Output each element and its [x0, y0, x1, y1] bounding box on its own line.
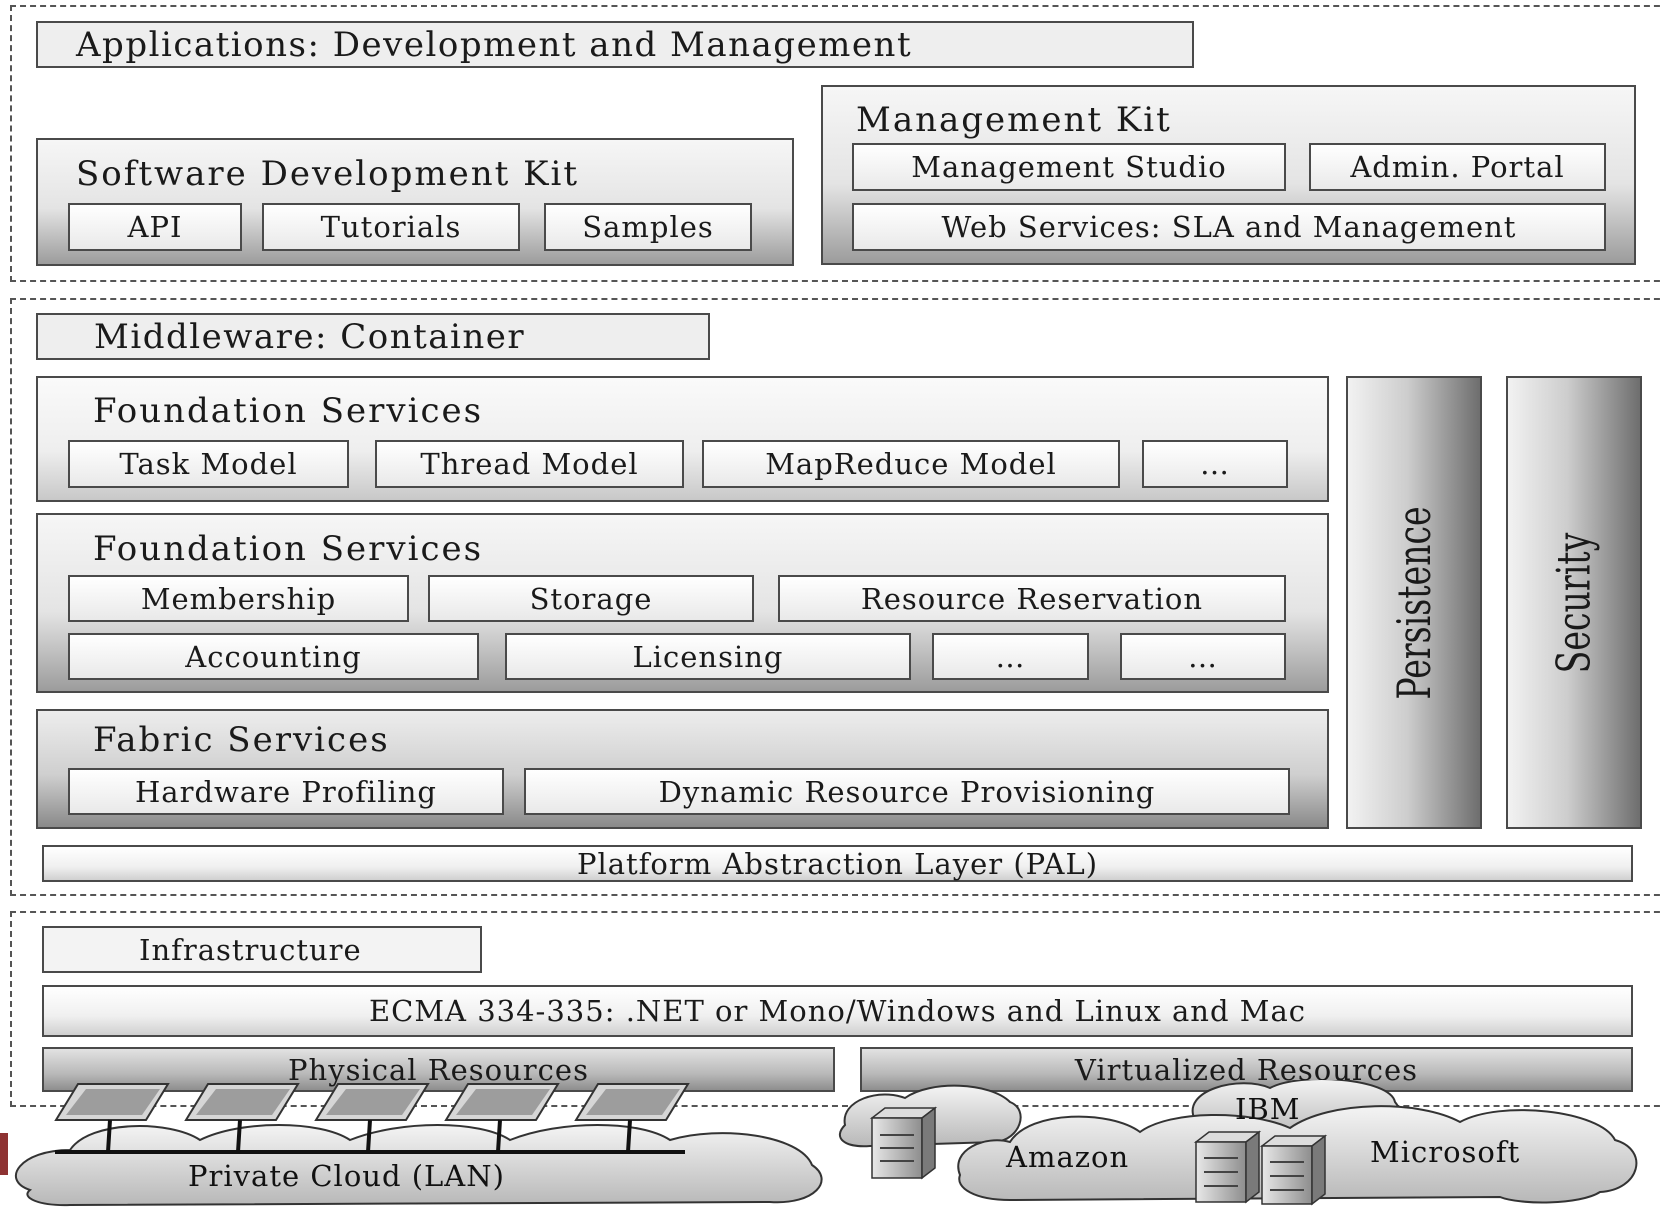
server-icon	[1259, 1134, 1328, 1206]
amazon-label: Amazon	[1005, 1140, 1129, 1174]
middleware-title-text: Middleware: Container	[94, 316, 526, 357]
web-services: Web Services: SLA and Management	[852, 203, 1606, 251]
accounting: Accounting	[68, 633, 479, 680]
security-label: Security	[1547, 532, 1601, 673]
server-icon	[1193, 1130, 1262, 1204]
storage: Storage	[428, 575, 754, 622]
sdk-item-samples: Samples	[544, 203, 752, 251]
ecma-runtime: ECMA 334-335: .NET or Mono/Windows and L…	[42, 985, 1633, 1037]
dynamic-resource-provisioning: Dynamic Resource Provisioning	[524, 768, 1290, 815]
middleware-layer	[10, 298, 1660, 896]
foundation-upper-title: Foundation Services	[93, 391, 484, 431]
persistence-label: Persistence	[1387, 505, 1441, 700]
foundation-lower-more-1: …	[932, 633, 1089, 680]
foundation-lower-more-2: …	[1120, 633, 1286, 680]
applications-layer	[10, 5, 1660, 282]
ibm-label: IBM	[1235, 1092, 1300, 1126]
private-cloud	[15, 1124, 823, 1207]
infrastructure-title-text: Infrastructure	[139, 932, 362, 967]
server-icon	[869, 1106, 938, 1180]
computer-icon	[54, 1083, 170, 1153]
platform-abstraction-layer: Platform Abstraction Layer (PAL)	[42, 845, 1633, 882]
clouds-illustration: Private Cloud (LAN) Amazon IBM Microsoft	[15, 1080, 1638, 1207]
admin-portal: Admin. Portal	[1309, 143, 1606, 191]
membership: Membership	[68, 575, 409, 622]
fabric-services-title: Fabric Services	[93, 720, 390, 760]
sdk-title: Software Development Kit	[76, 154, 580, 194]
infrastructure-layer	[10, 911, 1660, 1107]
middleware-title: Middleware: Container	[36, 313, 710, 360]
mapreduce-model: MapReduce Model	[702, 440, 1120, 488]
applications-title: Applications: Development and Management	[36, 21, 1194, 68]
edge-tab	[0, 1133, 8, 1175]
resource-reservation: Resource Reservation	[778, 575, 1286, 622]
foundation-upper-more: …	[1142, 440, 1288, 488]
computer-icon	[574, 1083, 690, 1153]
microsoft-label: Microsoft	[1370, 1135, 1520, 1169]
private-cloud-label: Private Cloud (LAN)	[188, 1159, 505, 1193]
persistence-pillar: Persistence	[1346, 376, 1482, 829]
computer-icon	[184, 1083, 300, 1153]
foundation-lower-title: Foundation Services	[93, 529, 484, 569]
licensing: Licensing	[505, 633, 911, 680]
computer-icon	[314, 1083, 430, 1153]
task-model: Task Model	[68, 440, 349, 488]
physical-resources: Physical Resources	[42, 1047, 835, 1092]
virtualized-resources: Virtualized Resources	[860, 1047, 1633, 1092]
sdk-item-tutorials: Tutorials	[262, 203, 520, 251]
management-studio: Management Studio	[852, 143, 1286, 191]
computer-icon	[444, 1083, 560, 1153]
applications-title-text: Applications: Development and Management	[76, 24, 913, 65]
hardware-profiling: Hardware Profiling	[68, 768, 504, 815]
security-pillar: Security	[1506, 376, 1642, 829]
infrastructure-title: Infrastructure	[42, 926, 482, 973]
sdk-item-api: API	[68, 203, 242, 251]
management-kit-title: Management Kit	[856, 100, 1172, 140]
thread-model: Thread Model	[375, 440, 684, 488]
